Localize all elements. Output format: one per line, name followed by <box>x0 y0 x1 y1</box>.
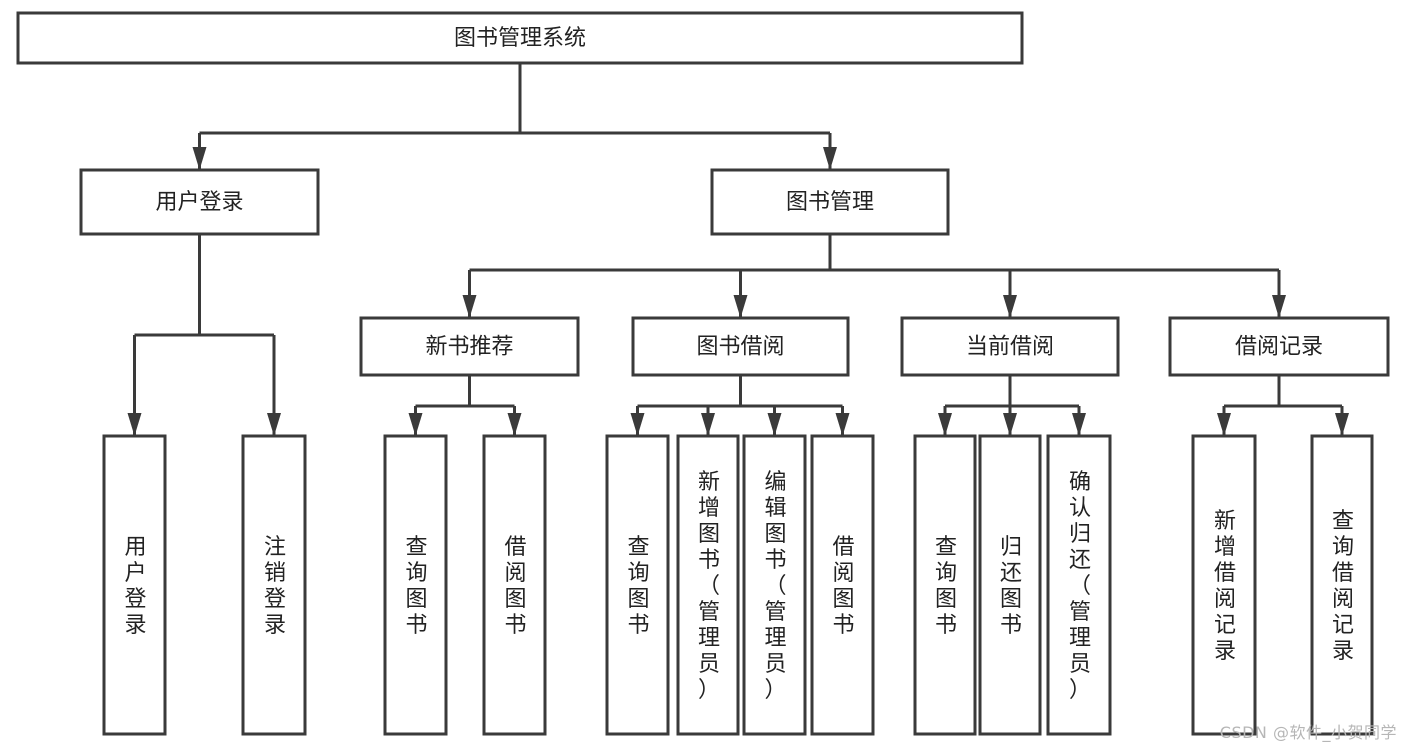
arrow-head-icon <box>835 413 850 436</box>
node-box[interactable] <box>810 434 875 736</box>
node-label: 确认归还（管理员） <box>1069 470 1091 703</box>
node-box[interactable] <box>710 168 950 236</box>
node-label: 新增借阅记录 <box>1214 509 1236 664</box>
node-leaf-user-logout[interactable]: 注销登录 <box>241 434 307 736</box>
node-box[interactable] <box>1310 434 1374 736</box>
node-label: 图书借阅 <box>696 335 784 360</box>
node-box[interactable] <box>79 168 320 236</box>
node-leaf-bb-query[interactable]: 查询图书 <box>605 434 670 736</box>
arrow-head-icon <box>1003 295 1017 318</box>
node-label: 查询借阅记录 <box>1332 509 1354 664</box>
arrow-head-icon <box>1003 413 1017 436</box>
node-box[interactable] <box>241 434 307 736</box>
node-box[interactable] <box>913 434 977 736</box>
node-leaf-nb-borrow[interactable]: 借阅图书 <box>482 434 547 736</box>
node-leaf-cb-return[interactable]: 归还图书 <box>978 434 1042 736</box>
arrow-head-icon <box>507 413 522 436</box>
node-new-book-recommend[interactable]: 新书推荐 <box>359 316 580 377</box>
node-user-login[interactable]: 用户登录 <box>79 168 320 236</box>
node-book-borrow[interactable]: 图书借阅 <box>631 316 850 377</box>
node-leaf-user-login[interactable]: 用户登录 <box>102 434 167 736</box>
arrow-head-icon <box>408 413 423 436</box>
arrow-head-icon <box>1335 413 1349 436</box>
csdn-watermark: CSDN @软件_小贺同学 <box>1219 723 1397 742</box>
node-label: 当前借阅 <box>966 335 1054 360</box>
arrow-head-icon <box>127 413 142 436</box>
node-leaf-br-add[interactable]: 新增借阅记录 <box>1191 434 1257 736</box>
arrow-head-icon <box>1072 413 1086 436</box>
node-label: 归还图书 <box>1000 535 1022 638</box>
arrow-head-icon <box>1217 413 1231 436</box>
node-label: 新书推荐 <box>425 335 513 360</box>
arrow-head-icon <box>767 413 782 436</box>
node-label: 图书管理系统 <box>454 26 586 51</box>
node-box[interactable] <box>978 434 1042 736</box>
node-label: 借阅记录 <box>1235 335 1323 360</box>
node-label: 注销登录 <box>264 535 286 638</box>
node-box[interactable] <box>1046 434 1112 736</box>
node-leaf-cb-query[interactable]: 查询图书 <box>913 434 977 736</box>
arrow-head-icon <box>733 295 748 318</box>
node-label: 用户登录 <box>124 535 146 638</box>
node-box[interactable] <box>742 434 807 736</box>
node-box[interactable] <box>1168 316 1390 377</box>
arrow-head-icon <box>1272 295 1286 318</box>
arrow-head-icon <box>267 413 281 436</box>
arrow-head-icon <box>192 147 207 170</box>
node-leaf-bb-borrow[interactable]: 借阅图书 <box>810 434 875 736</box>
node-box[interactable] <box>383 434 448 736</box>
node-label: 编辑图书（管理员） <box>764 470 786 703</box>
node-box[interactable] <box>1191 434 1257 736</box>
arrow-head-icon <box>938 413 952 436</box>
node-label: 借阅图书 <box>504 535 526 638</box>
node-leaf-bb-add[interactable]: 新增图书（管理员） <box>676 434 740 736</box>
node-leaf-bb-edit[interactable]: 编辑图书（管理员） <box>742 434 807 736</box>
arrow-head-icon <box>823 147 837 170</box>
node-box[interactable] <box>676 434 740 736</box>
node-label: 查询图书 <box>935 535 957 638</box>
node-borrow-record[interactable]: 借阅记录 <box>1168 316 1390 377</box>
node-label: 查询图书 <box>405 535 427 638</box>
node-label: 新增图书（管理员） <box>698 470 720 703</box>
node-box[interactable] <box>631 316 850 377</box>
node-leaf-br-query[interactable]: 查询借阅记录 <box>1310 434 1374 736</box>
node-current-borrow[interactable]: 当前借阅 <box>900 316 1120 377</box>
node-box[interactable] <box>900 316 1120 377</box>
connector-layer <box>127 63 1349 436</box>
node-book-manage[interactable]: 图书管理 <box>710 168 950 236</box>
node-box[interactable] <box>359 316 580 377</box>
node-leaf-nb-query[interactable]: 查询图书 <box>383 434 448 736</box>
node-box[interactable] <box>16 11 1024 65</box>
node-box[interactable] <box>102 434 167 736</box>
node-root[interactable]: 图书管理系统 <box>16 11 1024 65</box>
node-label: 查询图书 <box>627 535 649 638</box>
node-label: 借阅图书 <box>832 535 854 638</box>
node-box[interactable] <box>605 434 670 736</box>
arrow-head-icon <box>462 295 477 318</box>
node-box[interactable] <box>482 434 547 736</box>
node-leaf-cb-confirm[interactable]: 确认归还（管理员） <box>1046 434 1112 736</box>
node-label: 用户登录 <box>155 190 243 215</box>
node-layer: 图书管理系统用户登录图书管理新书推荐图书借阅当前借阅借阅记录用户登录注销登录查询… <box>16 11 1390 736</box>
node-label: 图书管理 <box>786 190 874 215</box>
arrow-head-icon <box>701 413 715 436</box>
arrow-head-icon <box>630 413 645 436</box>
